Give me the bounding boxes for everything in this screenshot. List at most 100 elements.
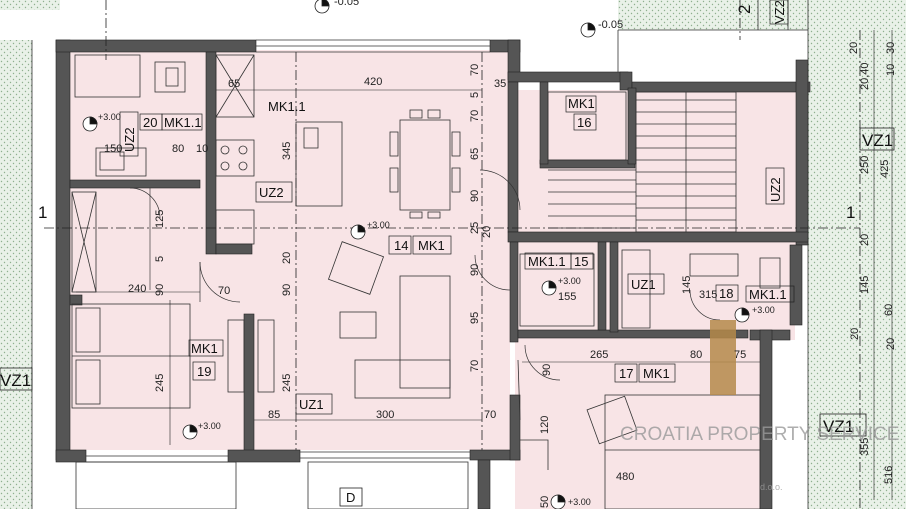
brand-logo-mark xyxy=(710,320,736,395)
dim-95: 95 xyxy=(469,312,481,324)
dim-70b: 70 xyxy=(469,110,481,122)
dim-125: 125 xyxy=(154,210,166,228)
room-19-number: 19 xyxy=(197,364,211,379)
axis-lines xyxy=(44,0,861,509)
dim-70a: 70 xyxy=(469,64,481,76)
dim-80b: 80 xyxy=(690,349,702,361)
watermark-sub: d.o.o. xyxy=(760,482,783,492)
level-bedroom-left: +3.00 xyxy=(198,421,221,431)
dim-85: 85 xyxy=(268,409,280,421)
room-18-number: 18 xyxy=(719,286,733,301)
elevator-letter: D xyxy=(346,490,355,505)
room-labels xyxy=(139,95,795,383)
dim-25a: 25 xyxy=(469,222,481,234)
dim-90d: 90 xyxy=(469,264,481,276)
section-mark-left: 1 xyxy=(38,203,47,222)
room-15-number: 15 xyxy=(574,254,588,269)
room-14-code: MK1 xyxy=(418,238,445,253)
dim-right-60: 60 xyxy=(883,304,895,316)
uz1-bath-tag: UZ1 xyxy=(631,277,656,292)
dim-90a: 90 xyxy=(469,190,481,202)
dim-300: 300 xyxy=(376,409,394,421)
dim-315: 315 xyxy=(699,289,717,301)
section-mark-right: 1 xyxy=(846,203,855,222)
dim-35: 35 xyxy=(494,78,506,90)
dim-10: 10 xyxy=(196,143,208,155)
dim-right-516: 516 xyxy=(883,466,895,484)
dim-265: 265 xyxy=(590,349,608,361)
vz1-right-tag-box xyxy=(859,127,895,151)
vz1-left-tag-box xyxy=(0,367,33,391)
dim-70d: 70 xyxy=(484,409,496,421)
dim-right-425: 425 xyxy=(879,160,891,178)
dim-155: 155 xyxy=(558,291,576,303)
dim-120: 120 xyxy=(539,416,551,434)
vz1-right-tag: VZ1 xyxy=(862,131,893,150)
dim-70e: 70 xyxy=(469,360,481,372)
uz2-right-tag: UZ2 xyxy=(768,177,783,202)
uz1-living-tag: UZ1 xyxy=(299,397,324,412)
dim-right-145: 145 xyxy=(859,276,871,294)
dim-right-355: 355 xyxy=(859,438,871,456)
room-19-code: MK1 xyxy=(191,341,218,356)
vz2-top-tag: VZ2 xyxy=(772,0,787,24)
dim-90b: 90 xyxy=(154,284,166,296)
dim-145: 145 xyxy=(681,276,693,294)
room-18-code: MK1.1 xyxy=(749,287,787,302)
dim-20a: 20 xyxy=(481,226,493,238)
dim-90c: 90 xyxy=(281,284,293,296)
dim-right-250: 250 xyxy=(859,156,871,174)
door-swings xyxy=(129,169,721,381)
room-17-number: 17 xyxy=(619,366,633,381)
dim-right-30: 30 xyxy=(885,42,897,54)
room-20-number: 20 xyxy=(143,115,157,130)
room-16-code: MK1 xyxy=(568,96,595,111)
dim-right-2040: 20,40 xyxy=(859,62,871,90)
dim-420: 420 xyxy=(364,76,382,88)
dim-right-20a: 20 xyxy=(848,42,860,54)
kitchen-code: MK1.1 xyxy=(268,99,306,114)
dim-65a: 65 xyxy=(228,78,240,90)
dim-right-20d: 20 xyxy=(849,328,861,340)
walls xyxy=(55,39,811,509)
dim-480: 480 xyxy=(616,471,634,483)
level-living: +3.00 xyxy=(367,220,390,230)
dim-80a: 80 xyxy=(172,143,184,155)
uz2-left-tag: UZ2 xyxy=(122,127,137,152)
level-bath: +3.00 xyxy=(558,276,581,286)
vz1-bottom-right-tag: VZ1 xyxy=(823,417,854,436)
room-14-number: 14 xyxy=(394,238,408,253)
level-top-left: -0.05 xyxy=(334,0,359,8)
room-20-code: MK1.1 xyxy=(164,115,202,130)
dim-245b: 245 xyxy=(281,374,293,392)
level-markers xyxy=(82,0,750,509)
elevator-marker xyxy=(339,487,363,507)
dim-345: 345 xyxy=(281,142,293,160)
room-15-code: MK1.1 xyxy=(528,254,566,269)
vz1-left-tag: VZ1 xyxy=(0,371,31,390)
dim-right-10: 10 xyxy=(885,64,897,76)
dim-right-20e: 20 xyxy=(885,338,897,350)
dim-50: 50 xyxy=(539,496,551,508)
dim-90e: 90 xyxy=(541,364,553,376)
wall-tag-boxes xyxy=(119,0,789,415)
level-kitchen: +3.00 xyxy=(98,112,121,122)
level-top-right: -0.05 xyxy=(598,19,623,31)
dim-5: 5 xyxy=(469,92,481,98)
dim-5b: 5 xyxy=(154,256,166,262)
grid-mark-top: 2 xyxy=(735,5,754,14)
dim-150: 150 xyxy=(104,143,122,155)
level-bedroom-right: +3.00 xyxy=(568,497,591,507)
uz2-mid-tag: UZ2 xyxy=(259,185,284,200)
level-stair-landing: +3.00 xyxy=(752,305,775,315)
dim-245a: 245 xyxy=(154,374,166,392)
dim-240: 240 xyxy=(128,283,146,295)
room-17-code: MK1 xyxy=(643,366,670,381)
dim-right-20c: 20 xyxy=(859,234,871,246)
dim-65b: 65 xyxy=(469,148,481,160)
vz1-bottom-tag-box xyxy=(819,413,867,437)
wall-outlines xyxy=(31,0,809,509)
